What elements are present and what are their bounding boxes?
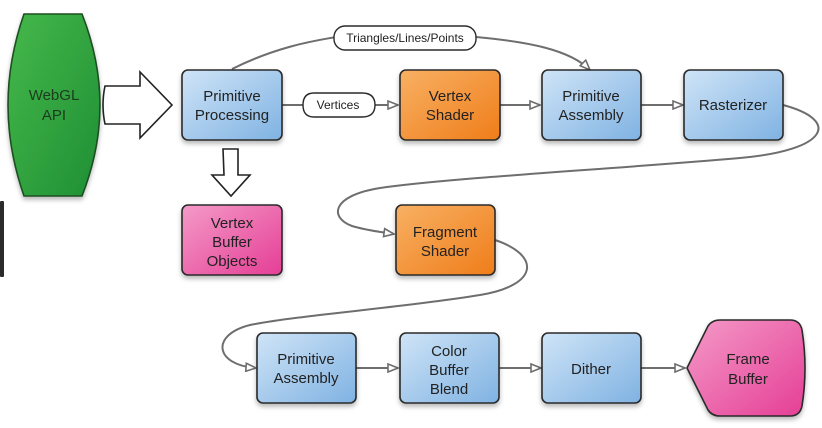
node-vertex-shader-line2: Shader (426, 107, 474, 124)
node-webgl-api-line1: WebGL (29, 87, 80, 104)
edge-fs-to-pa2 (221, 239, 528, 368)
block-arrow-pp-to-vbo (210, 148, 252, 198)
node-primitive-assembly-2-line2: Assembly (273, 370, 339, 387)
node-fragment-shader-line2: Shader (421, 243, 469, 260)
node-frame-buffer: Frame Buffer (686, 319, 806, 417)
node-primitive-processing-line2: Processing (195, 107, 269, 124)
node-fragment-shader-line1: Fragment (413, 224, 478, 241)
node-color-buffer-blend: Color Buffer Blend (399, 332, 500, 404)
node-dither-line1: Dither (571, 361, 611, 378)
node-cbb-line2: Buffer (429, 362, 469, 379)
node-primitive-assembly-2-line1: Primitive (277, 351, 335, 368)
node-frame-buffer-line2: Buffer (728, 371, 768, 388)
left-edge-bar (0, 201, 4, 277)
edges (221, 36, 820, 368)
node-rasterizer: Rasterizer (683, 69, 784, 141)
node-rasterizer-line1: Rasterizer (699, 97, 767, 114)
node-primitive-processing: Primitive Processing (181, 69, 283, 141)
node-vertex-shader: Vertex Shader (399, 69, 501, 141)
block-arrow-api-to-pp (102, 70, 174, 140)
edge-label-triangles: Triangles/Lines/Points (333, 25, 477, 51)
node-vertex-buffer-objects: Vertex Buffer Objects (181, 204, 283, 276)
node-vbo-line1: Vertex (211, 215, 254, 232)
node-dither: Dither (541, 332, 642, 404)
node-primitive-processing-line1: Primitive (203, 88, 261, 105)
node-vertex-shader-line1: Vertex (429, 88, 472, 105)
edge-triangles-lines-points (231, 36, 590, 70)
node-fragment-shader: Fragment Shader (395, 204, 496, 276)
edge-label-triangles-text: Triangles/Lines/Points (346, 31, 464, 45)
node-vbo-line3: Objects (207, 253, 258, 270)
node-primitive-assembly-1: Primitive Assembly (541, 69, 642, 141)
edge-label-vertices-text: Vertices (317, 98, 360, 112)
node-cbb-line1: Color (431, 343, 467, 360)
node-primitive-assembly-1-line2: Assembly (558, 107, 624, 124)
node-vbo-line2: Buffer (212, 234, 252, 251)
node-webgl-api-line2: API (42, 107, 66, 124)
node-primitive-assembly-2: Primitive Assembly (256, 332, 357, 404)
node-frame-buffer-line1: Frame (726, 351, 769, 368)
node-primitive-assembly-1-line1: Primitive (562, 88, 620, 105)
node-webgl-api: WebGL API (7, 13, 101, 197)
edge-rasterizer-to-fs (336, 104, 820, 234)
edge-label-vertices: Vertices (302, 92, 376, 118)
node-cbb-line3: Blend (430, 381, 468, 398)
